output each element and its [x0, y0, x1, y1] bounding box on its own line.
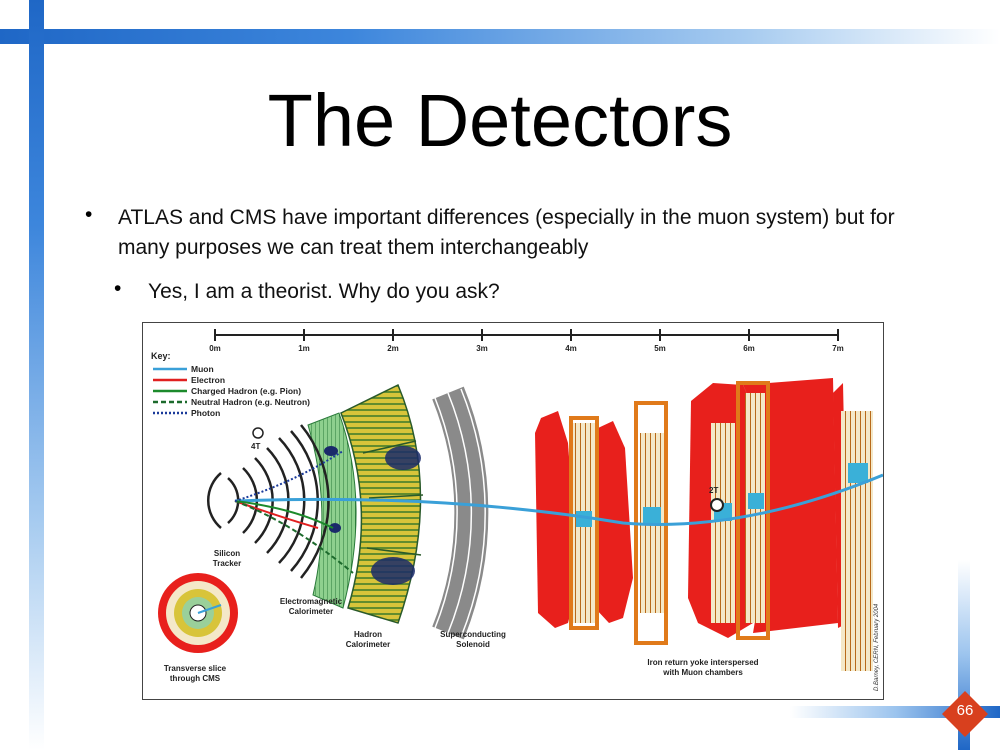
sub-bullet-1: Yes, I am a theorist. Why do you ask?	[148, 280, 500, 303]
yoke-label-1: Iron return yoke interspersed	[647, 658, 758, 667]
slide-title: The Detectors	[267, 79, 733, 162]
ruler-label: 1m	[298, 344, 310, 353]
hcal-label-1: Hadron	[354, 630, 382, 639]
legend-label: Muon	[191, 364, 214, 374]
bullet-marker: •	[85, 203, 93, 226]
superconducting-solenoid	[432, 386, 489, 640]
field-outer-label: 2T	[709, 486, 718, 495]
distance-ruler: 0m 1m 2m 3m 4m 5m 6m 7m	[209, 329, 844, 353]
solenoid-label-1: Superconducting	[440, 630, 506, 639]
ruler-label: 4m	[565, 344, 577, 353]
field-inner-label: 4T	[251, 442, 260, 451]
transverse-label-2: through CMS	[170, 674, 221, 683]
ruler-label: 7m	[832, 344, 844, 353]
legend-label: Neutral Hadron (e.g. Neutron)	[191, 397, 310, 407]
hadron-calorimeter	[340, 383, 424, 624]
silicon-tracker-label-2: Tracker	[213, 559, 241, 568]
ecal-label-2: Calorimeter	[289, 607, 333, 616]
ruler-label: 0m	[209, 344, 221, 353]
electromagnetic-calorimeter	[307, 412, 357, 609]
solenoid-label-2: Solenoid	[456, 640, 490, 649]
top-accent-bar	[0, 29, 1000, 44]
transverse-label-1: Transverse slice	[164, 664, 227, 673]
legend-label: Photon	[191, 408, 220, 418]
ruler-label: 5m	[654, 344, 666, 353]
hcal-label-2: Calorimeter	[346, 640, 390, 649]
yoke-label-2: with Muon chambers	[662, 668, 743, 677]
cms-detector-diagram: 0m 1m 2m 3m 4m 5m 6m 7m Key: MuonElectronCharge…	[151, 329, 884, 691]
field-2t-marker	[710, 498, 724, 512]
figure-credit: D.Barney, CERN, February 2004	[874, 603, 880, 691]
legend-label: Electron	[191, 375, 225, 385]
page-number-badge	[942, 691, 988, 737]
silicon-tracker-label-1: Silicon	[214, 549, 240, 558]
key-title: Key:	[151, 351, 171, 361]
field-4t-marker	[252, 427, 264, 439]
page-number: 66	[956, 702, 974, 719]
legend-label: Charged Hadron (e.g. Pion)	[191, 386, 301, 396]
ruler-label: 2m	[387, 344, 399, 353]
bullet-1: ATLAS and CMS have important differences…	[118, 206, 895, 259]
bullet-marker: •	[114, 277, 122, 300]
transverse-slice-thumbnail	[158, 573, 238, 653]
ecal-label-1: Electromagnetic	[280, 597, 343, 606]
muon-chambers	[573, 393, 873, 671]
ruler-label: 6m	[743, 344, 755, 353]
particle-tracks	[234, 450, 884, 574]
ruler-label: 3m	[476, 344, 488, 353]
left-accent-bar	[29, 0, 44, 750]
